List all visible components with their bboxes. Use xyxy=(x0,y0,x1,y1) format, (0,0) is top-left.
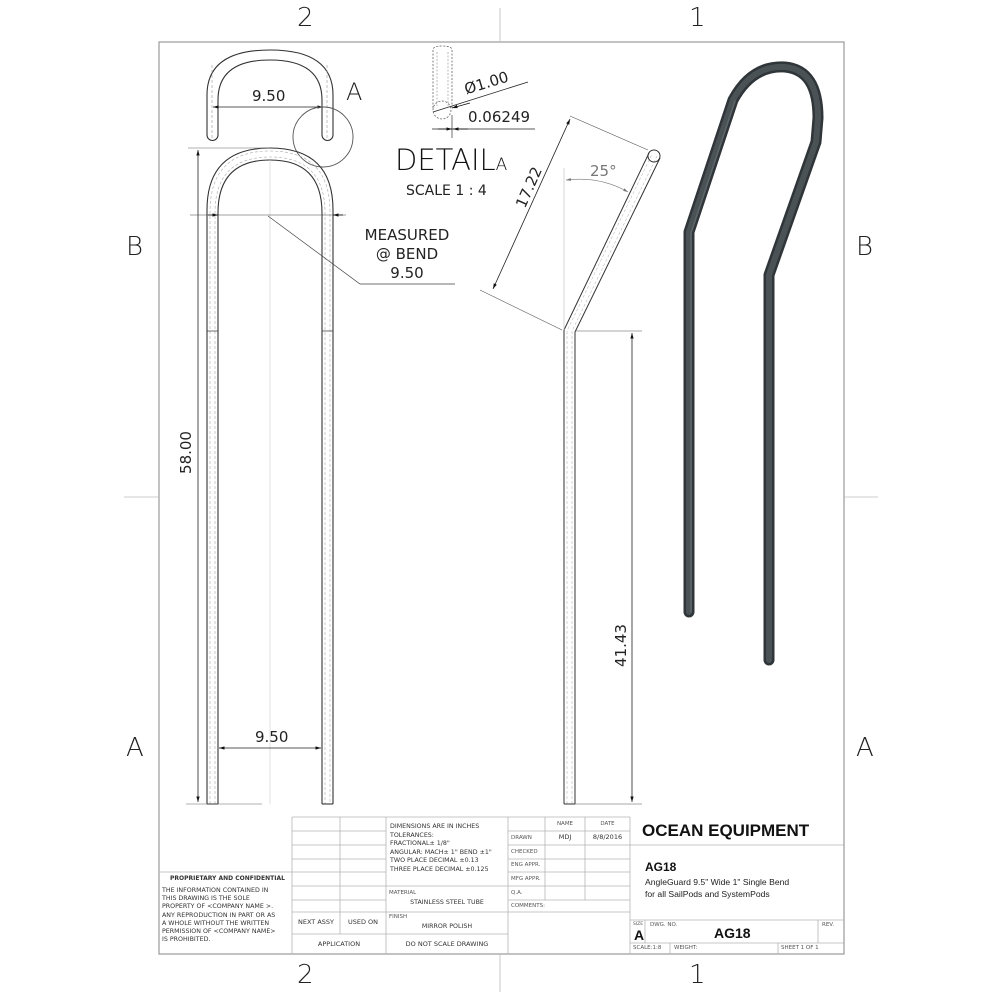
zone-label-bottom-1: 1 xyxy=(689,960,706,990)
name-header: NAME xyxy=(556,821,574,827)
zone-label-right-b: B xyxy=(856,232,874,262)
tolerance-line: FRACTIONAL± 1/8" xyxy=(390,840,450,847)
scale-label: SCALE:1:8 xyxy=(633,945,662,951)
finish-label: FINISH xyxy=(389,914,408,920)
zone-label-left-b: B xyxy=(126,232,144,262)
measured-note-line3: 9.50 xyxy=(390,264,424,282)
side-view-straight-length-dim: 41.43 xyxy=(611,624,630,667)
eng-appr-label: ENG APPR. xyxy=(511,862,541,868)
tolerance-line: THREE PLACE DECIMAL ±0.125 xyxy=(390,865,489,873)
tolerance-line: TOLERANCES: xyxy=(390,831,434,839)
tolerance-line: TWO PLACE DECIMAL ±0.13 xyxy=(390,857,479,864)
weight-label: WEIGHT: xyxy=(674,945,698,951)
zone-label-left-a: A xyxy=(126,733,144,763)
zone-label-bottom-2: 2 xyxy=(297,960,314,990)
front-view xyxy=(186,147,455,805)
dwg-no-value: AG18 xyxy=(714,925,751,941)
title-block-grid xyxy=(159,816,844,954)
part-number-heading: AG18 xyxy=(645,860,677,874)
proprietary-heading: PROPRIETARY AND CONFIDENTIAL xyxy=(170,875,285,882)
drawn-date: 8/8/2016 xyxy=(592,833,623,841)
front-view-height-dim: 58.00 xyxy=(176,431,195,474)
detail-marker-label: A xyxy=(346,78,363,106)
checked-label: CHECKED xyxy=(511,849,538,855)
material-value: STAINLESS STEEL TUBE xyxy=(410,899,484,906)
material-label: MATERIAL xyxy=(389,890,417,896)
drawn-label: DRAWN xyxy=(511,835,532,841)
tolerance-line: DIMENSIONS ARE IN INCHES xyxy=(390,823,480,830)
measured-note-line2: @ BEND xyxy=(375,245,439,263)
top-view-width-dim: 9.50 xyxy=(252,87,286,105)
sheet-label: SHEET 1 OF 1 xyxy=(781,945,819,951)
qa-label: Q.A. xyxy=(511,890,523,896)
zone-label-right-a: A xyxy=(856,733,874,763)
size-label: SIZE xyxy=(633,922,644,927)
detail-scale: SCALE 1 : 4 xyxy=(406,183,487,199)
proprietary-line: A WHOLE WITHOUT THE WRITTEN xyxy=(162,919,270,927)
mfg-appr-label: MFG APPR. xyxy=(511,876,541,882)
tolerances-block: DIMENSIONS ARE IN INCHES TOLERANCES: FRA… xyxy=(390,823,492,874)
proprietary-line: IS PROHIBITED. xyxy=(162,936,211,944)
comments-label: COMMENTS: xyxy=(511,903,545,909)
proprietary-line: ANY REPRODUCTION IN PART OR AS xyxy=(162,911,276,919)
drawn-name: MDJ xyxy=(558,833,572,841)
used-on-label: USED ON xyxy=(347,918,379,926)
zone-label-top-1: 1 xyxy=(689,3,706,33)
detail-title-text: DETAIL xyxy=(395,143,496,177)
detail-title-suffix: A xyxy=(495,155,508,175)
description-line2: for all SailPods and SystemPods xyxy=(645,889,770,899)
detail-a-view xyxy=(432,45,535,138)
next-assy-label: NEXT ASSY xyxy=(297,918,334,926)
isometric-view xyxy=(683,61,824,666)
side-view xyxy=(479,115,661,805)
top-view xyxy=(206,49,354,168)
proprietary-line: THIS DRAWING IS THE SOLE xyxy=(162,895,250,903)
proprietary-line: THE INFORMATION CONTAINED IN xyxy=(162,887,269,894)
rev-label: REV. xyxy=(822,922,835,928)
size-value: A xyxy=(634,927,645,943)
do-not-scale-note: DO NOT SCALE DRAWING xyxy=(405,940,489,948)
measured-at-bend-note: MEASURED @ BEND 9.50 xyxy=(352,226,462,283)
proprietary-line: PROPERTY OF <COMPANY NAME >. xyxy=(162,903,274,911)
measured-note-line1: MEASURED xyxy=(364,226,450,244)
dwg-no-label: DWG. NO. xyxy=(650,922,678,928)
date-header: DATE xyxy=(600,821,615,827)
tolerance-line: ANGULAR: MACH± 1" BEND ±1" xyxy=(390,848,492,856)
zone-label-top-2: 2 xyxy=(297,3,314,33)
application-label: APPLICATION xyxy=(317,940,361,948)
front-view-bottom-width-dim: 9.50 xyxy=(255,728,289,746)
proprietary-text: THE INFORMATION CONTAINED IN THIS DRAWIN… xyxy=(162,887,276,944)
side-view-angle-dim: 25° xyxy=(590,162,617,180)
proprietary-line: PERMISSION OF <COMPANY NAME> xyxy=(162,928,276,936)
part-description: AngleGuard 9.5" Wide 1" Single Bend for … xyxy=(645,876,789,900)
finish-value: MIRROR POLISH xyxy=(421,923,473,930)
description-line1: AngleGuard 9.5" Wide 1" Single Bend xyxy=(645,877,790,887)
company-name: OCEAN EQUIPMENT xyxy=(642,821,810,840)
sheet-border xyxy=(124,8,878,992)
detail-wall-thickness-dim: 0.06249 xyxy=(468,108,531,126)
detail-title: DETAILA xyxy=(395,143,507,177)
